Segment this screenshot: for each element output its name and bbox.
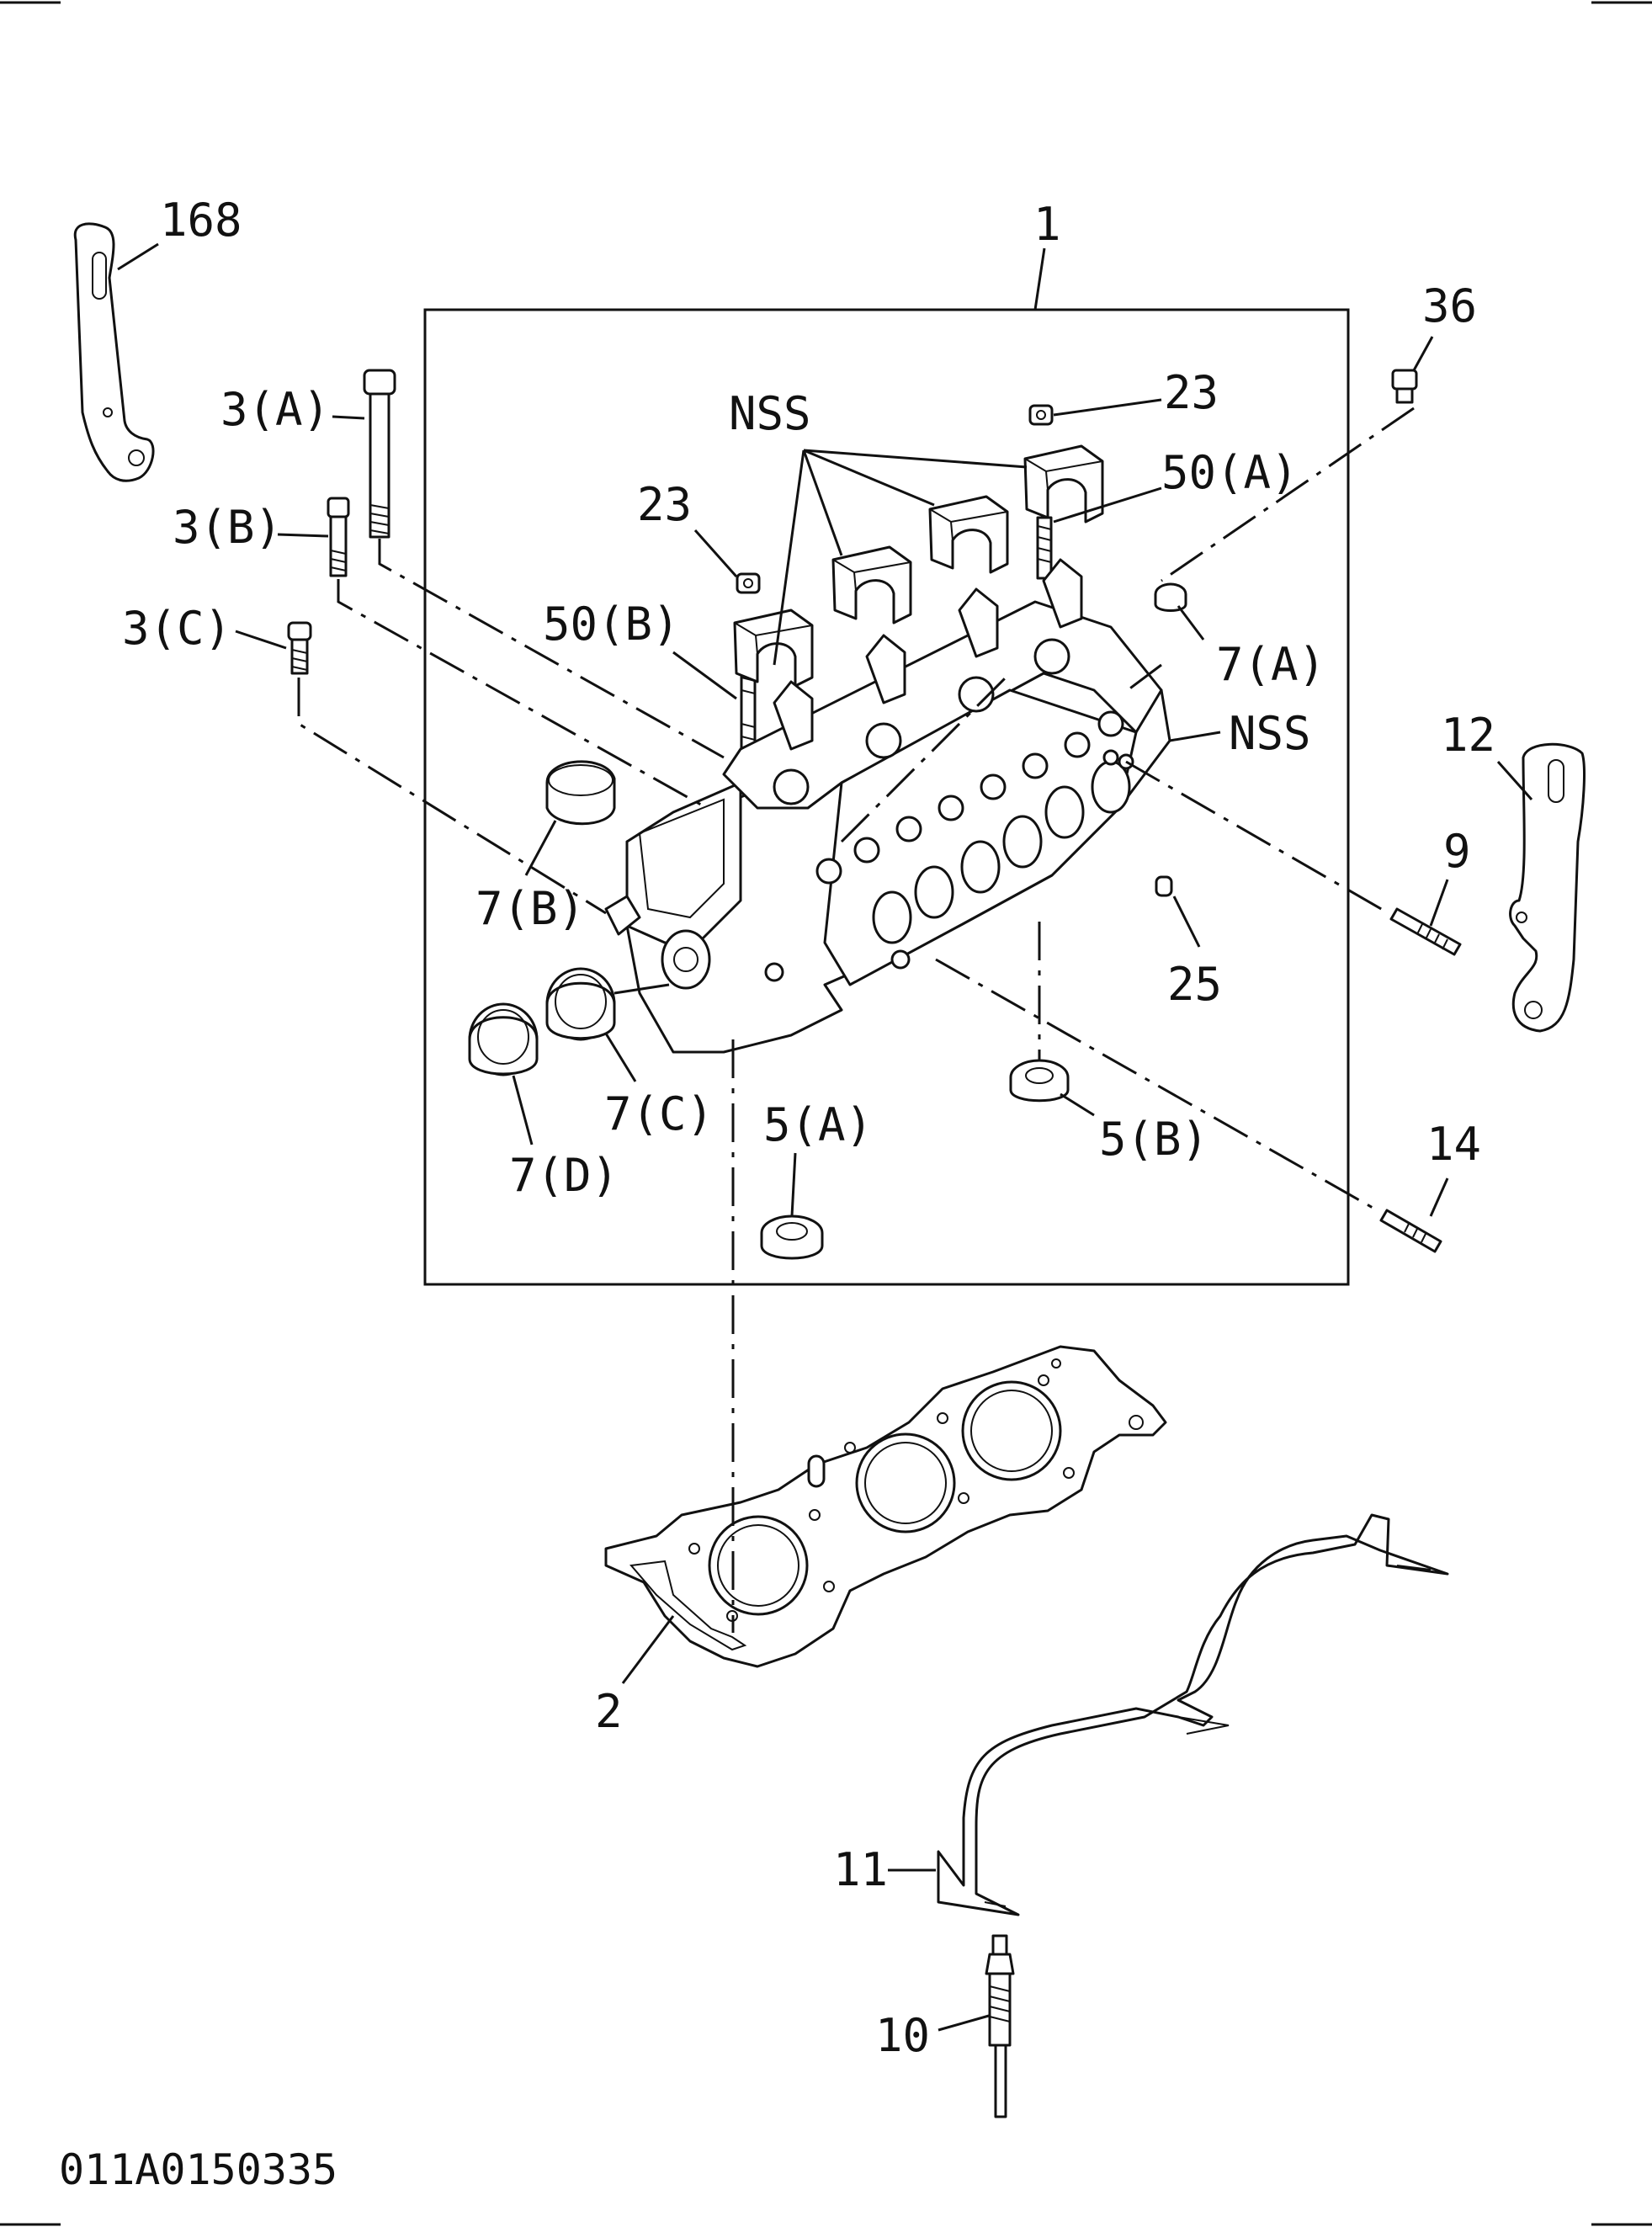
leader-lines	[117, 242, 1533, 2032]
label-5a: 5(A)	[763, 1098, 873, 1151]
label-7c: 7(C)	[604, 1087, 714, 1140]
bracket-12-icon[interactable]	[1509, 742, 1586, 1033]
nut-23-icon[interactable]	[1028, 404, 1054, 426]
bearing-cap-icon[interactable]	[733, 609, 814, 688]
label-9: 9	[1443, 825, 1471, 878]
label-12: 12	[1441, 709, 1495, 762]
plug-7b-icon[interactable]	[545, 760, 616, 826]
label-25: 25	[1167, 958, 1222, 1011]
head-gasket-icon[interactable]	[604, 1345, 1167, 1668]
bearing-cap-icon[interactable]	[1023, 444, 1104, 524]
seal-5a-icon[interactable]	[760, 1214, 824, 1260]
callout-labels: 1 168 36 3(A) 3(B) 3(C) NSS 23 50(A) 23 …	[122, 194, 1495, 2062]
label-10: 10	[875, 2009, 930, 2062]
label-14: 14	[1426, 1118, 1481, 1171]
label-3b: 3(B)	[173, 501, 282, 554]
bolt-3b-icon[interactable]	[327, 497, 350, 577]
assembly-box	[423, 308, 1350, 1286]
seal-7d-icon[interactable]	[468, 1002, 539, 1076]
glow-plug-icon[interactable]	[985, 1934, 1015, 2118]
bolt-3a-icon[interactable]	[363, 369, 396, 539]
label-50b: 50(B)	[543, 598, 680, 651]
nut-23-icon[interactable]	[736, 572, 761, 594]
alignment-lines	[297, 407, 1415, 1633]
stud-14-icon[interactable]	[1379, 1209, 1442, 1253]
glow-plug-lead-icon[interactable]	[937, 1513, 1449, 1916]
label-7b: 7(B)	[475, 882, 585, 935]
seal-5b-icon[interactable]	[1009, 1059, 1070, 1103]
label-23-left: 23	[637, 478, 692, 531]
cylinder-head-icon[interactable]	[604, 558, 1171, 1054]
bracket-168-icon[interactable]	[73, 222, 155, 482]
label-nss-right: NSS	[1229, 707, 1311, 760]
bearing-cap-icon[interactable]	[831, 545, 912, 625]
label-7d: 7(D)	[509, 1149, 619, 1202]
label-50a: 50(A)	[1161, 446, 1299, 499]
label-168: 168	[160, 194, 242, 247]
label-23-top: 23	[1164, 366, 1219, 419]
pin-25-icon[interactable]	[1155, 875, 1173, 897]
plug-36-icon[interactable]	[1391, 369, 1418, 404]
plug-7a-icon[interactable]	[1154, 582, 1187, 612]
label-nss-top: NSS	[729, 387, 811, 440]
label-7a: 7(A)	[1216, 638, 1325, 691]
drawing-code: 011A0150335	[59, 2145, 337, 2194]
label-3a: 3(A)	[220, 383, 330, 436]
label-1: 1	[1033, 198, 1061, 251]
stud-9-icon[interactable]	[1389, 907, 1462, 956]
bearing-cap-icon[interactable]	[928, 495, 1009, 574]
label-3c: 3(C)	[122, 602, 231, 655]
label-36: 36	[1422, 279, 1477, 332]
label-11: 11	[833, 1843, 888, 1896]
stud-50a-icon[interactable]	[1036, 516, 1053, 580]
bolt-3c-icon[interactable]	[287, 621, 312, 675]
label-2: 2	[595, 1685, 623, 1738]
seal-7c-icon[interactable]	[545, 967, 616, 1041]
label-5b: 5(B)	[1099, 1113, 1208, 1166]
